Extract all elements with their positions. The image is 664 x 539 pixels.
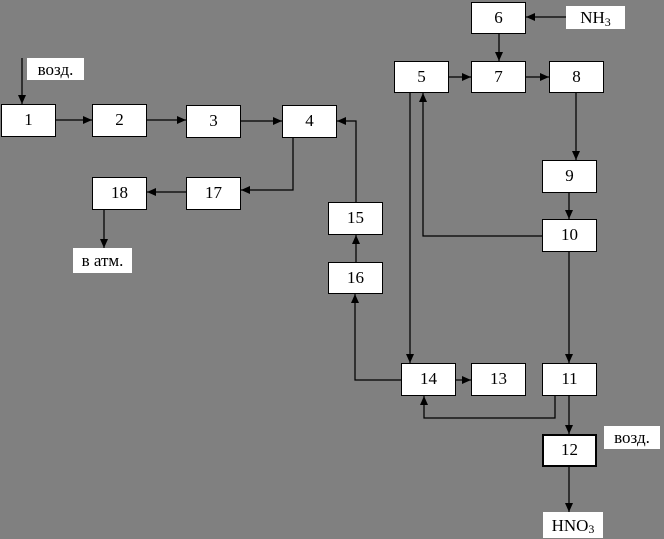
- arrowhead-3-to-4: [273, 117, 282, 125]
- process-box-18: 18: [92, 177, 147, 210]
- edge-4-to-17: [241, 138, 294, 191]
- stream-label-v-atm-out: в атм.: [73, 248, 132, 273]
- node-text: 8: [572, 66, 581, 86]
- node-text: 11: [561, 369, 578, 388]
- node-text: HNO: [551, 515, 589, 535]
- node-text: возд.: [37, 59, 74, 79]
- arrowhead-14-to-13: [462, 376, 471, 384]
- process-box-13: 13: [471, 363, 526, 396]
- process-box-2: 2: [92, 104, 147, 137]
- arrowhead-18-to-v-atm-out: [100, 239, 108, 248]
- arrowhead-7-to-8: [540, 73, 549, 81]
- process-box-5: 5: [394, 61, 449, 93]
- stream-label-vozd-in-2: возд.: [604, 426, 660, 449]
- stream-label-vozd-in: возд.: [27, 58, 84, 80]
- arrowhead-nh3-in-to-6: [526, 13, 535, 21]
- arrowhead-11-to-12: [565, 425, 573, 434]
- node-text: 13: [490, 369, 507, 388]
- process-box-3: 3: [186, 105, 241, 138]
- node-text: 9: [565, 166, 574, 185]
- node-text-subscript: 3: [588, 522, 595, 536]
- node-text: в атм.: [81, 251, 124, 270]
- arrowhead-12-to-hno3-out: [565, 503, 573, 512]
- process-box-14: 14: [401, 363, 456, 396]
- node-text: 16: [347, 267, 364, 287]
- process-box-10: 10: [542, 219, 597, 252]
- edge-14-to-16: [354, 294, 401, 381]
- process-box-8: 8: [549, 61, 604, 93]
- arrowhead-6-to-7: [495, 52, 503, 61]
- process-box-9: 9: [542, 160, 597, 193]
- arrowhead-16-to-15: [352, 235, 360, 244]
- node-text: 5: [417, 66, 426, 86]
- arrowhead-9-to-10: [565, 210, 573, 219]
- process-box-16: 16: [328, 262, 383, 294]
- arrowhead-5-to-14: [406, 354, 414, 363]
- arrowhead-15-to-4: [337, 117, 346, 125]
- process-box-4: 4: [282, 105, 337, 138]
- edge-11-to-14: [423, 396, 556, 419]
- node-text: NH: [580, 8, 605, 27]
- node-text: возд.: [614, 428, 650, 447]
- arrowhead-14-to-16: [351, 294, 359, 303]
- node-text: 3: [209, 111, 218, 130]
- process-box-1: 1: [1, 104, 56, 137]
- node-text: 14: [420, 369, 437, 388]
- arrowhead-4-to-17: [241, 186, 250, 194]
- node-text: 10: [561, 225, 578, 244]
- node-text: 12: [561, 440, 578, 459]
- arrowhead-10-to-11: [565, 354, 573, 363]
- node-text: 17: [205, 183, 222, 202]
- process-box-12: 12: [542, 434, 597, 467]
- arrowhead-1-to-2: [83, 116, 92, 124]
- node-text: 6: [494, 7, 503, 27]
- node-text-subscript: 3: [604, 14, 611, 29]
- node-text: 4: [305, 111, 314, 130]
- arrowhead-10-to-5: [419, 93, 427, 102]
- node-text: 2: [115, 110, 124, 129]
- process-box-7: 7: [471, 61, 526, 93]
- node-text: 15: [347, 208, 364, 227]
- process-box-17: 17: [186, 177, 241, 210]
- edge-15-to-4: [337, 120, 357, 202]
- edge-10-to-5: [422, 93, 542, 237]
- process-box-11: 11: [542, 363, 597, 396]
- arrowhead-11-to-14: [420, 396, 428, 405]
- node-text: 1: [24, 110, 33, 129]
- node-text: 7: [494, 66, 503, 86]
- process-box-6: 6: [471, 2, 526, 34]
- arrowhead-8-to-9: [572, 151, 580, 160]
- arrowhead-17-to-18: [147, 188, 156, 196]
- arrowhead-2-to-3: [177, 116, 186, 124]
- process-box-15: 15: [328, 202, 383, 235]
- arrowhead-vozd-in-to-1: [18, 95, 26, 104]
- arrowhead-5-to-7: [462, 73, 471, 81]
- node-text: 18: [111, 183, 128, 202]
